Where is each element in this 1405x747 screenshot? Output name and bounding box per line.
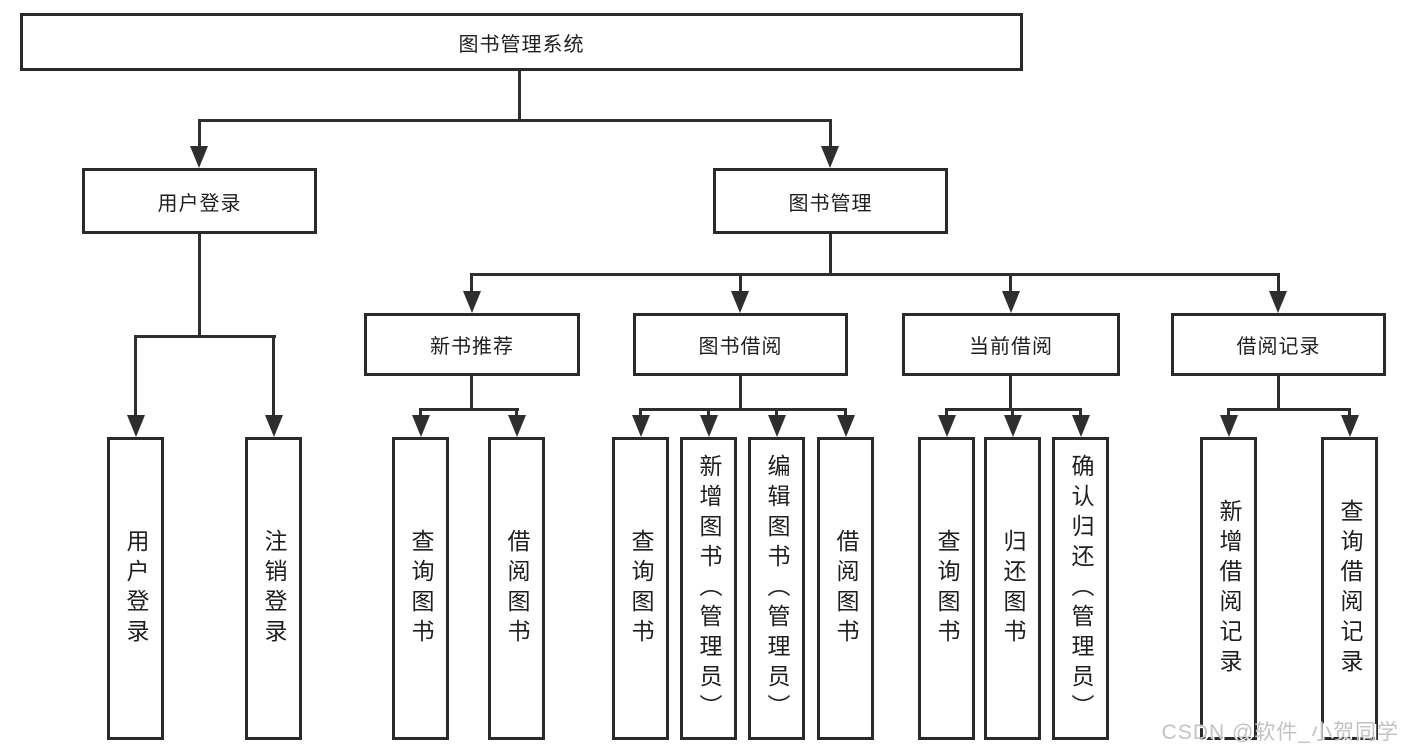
arrow-down-icon: [1220, 415, 1238, 437]
arrow-down-icon: [837, 415, 855, 437]
connector-line: [470, 376, 473, 409]
node-login: 用户登录: [107, 437, 164, 740]
node-edit-book-admin: 编辑图书（管理员）: [748, 437, 805, 740]
node-book-management-label: 图书管理: [788, 192, 873, 215]
node-borrow-books-borrowing: 借阅图书: [817, 437, 874, 740]
node-query-books-recommend-label: 查询图书: [408, 528, 434, 649]
node-confirm-return-admin: 确认归还（管理员）: [1052, 437, 1109, 740]
arrow-down-icon: [508, 415, 526, 437]
node-library-system-label: 图书管理系统: [458, 33, 585, 56]
connector-line: [1277, 376, 1280, 409]
connector-line: [419, 408, 519, 411]
arrow-down-icon: [731, 291, 749, 313]
node-current-borrowing: 当前借阅: [902, 313, 1120, 376]
connector-line: [1348, 408, 1351, 417]
connector-line: [1011, 408, 1014, 417]
arrow-down-icon: [1341, 415, 1359, 437]
node-borrowing-records: 借阅记录: [1171, 313, 1386, 376]
connector-line: [470, 273, 1280, 276]
node-borrow-books-borrowing-label: 借阅图书: [833, 528, 859, 649]
node-login-label: 用户登录: [123, 528, 149, 649]
arrow-down-icon: [632, 415, 650, 437]
arrow-down-icon: [1072, 415, 1090, 437]
csdn-watermark: CSDN @软件_小贺同学: [1161, 721, 1399, 744]
node-add-book-admin-label: 新增图书（管理员）: [696, 453, 722, 724]
arrow-down-icon: [938, 415, 956, 437]
node-borrow-books-recommend: 借阅图书: [488, 437, 545, 740]
connector-line: [134, 335, 276, 338]
arrow-down-icon: [768, 415, 786, 437]
connector-line: [829, 234, 832, 276]
node-add-borrow-record: 新增借阅记录: [1200, 437, 1257, 740]
connector-line: [1227, 408, 1351, 411]
node-query-borrow-record: 查询借阅记录: [1321, 437, 1378, 740]
node-query-books-recommend: 查询图书: [392, 437, 449, 740]
node-confirm-return-admin-label: 确认归还（管理员）: [1068, 453, 1094, 724]
arrow-down-icon: [412, 415, 430, 437]
node-user-login: 用户登录: [82, 168, 317, 234]
arrow-down-icon: [463, 291, 481, 313]
node-current-borrowing-label: 当前借阅: [969, 336, 1053, 358]
node-library-system: 图书管理系统: [20, 13, 1023, 71]
connector-line: [1009, 273, 1012, 292]
node-logout: 注销登录: [245, 437, 302, 740]
node-query-books-borrowing-label: 查询图书: [628, 528, 654, 649]
connector-line: [518, 71, 521, 119]
connector-line: [198, 119, 201, 147]
node-new-book-recommend: 新书推荐: [364, 313, 580, 376]
node-query-books-borrowing: 查询图书: [612, 437, 669, 740]
arrow-down-icon: [127, 415, 145, 437]
connector-line: [134, 335, 137, 416]
node-query-books-current-label: 查询图书: [934, 528, 960, 649]
connector-line: [1009, 376, 1012, 409]
connector-line: [1079, 408, 1082, 417]
connector-line: [198, 119, 832, 122]
node-book-borrowing: 图书借阅: [633, 313, 848, 376]
arrow-down-icon: [1269, 291, 1287, 313]
node-query-books-current: 查询图书: [918, 437, 975, 740]
connector-line: [198, 234, 201, 336]
connector-line: [945, 408, 948, 417]
connector-line: [775, 408, 778, 417]
connector-line: [639, 408, 847, 411]
node-new-book-recommend-label: 新书推荐: [430, 336, 514, 358]
node-book-management: 图书管理: [713, 168, 948, 234]
connector-line: [419, 408, 422, 417]
connector-line: [470, 273, 473, 292]
node-book-borrowing-label: 图书借阅: [698, 336, 783, 358]
node-borrowing-records-label: 借阅记录: [1236, 336, 1321, 358]
arrow-down-icon: [1004, 415, 1022, 437]
connector-line: [829, 119, 832, 147]
connector-line: [739, 273, 742, 292]
node-add-borrow-record-label: 新增借阅记录: [1216, 498, 1242, 679]
connector-line: [272, 335, 275, 416]
connector-line: [844, 408, 847, 417]
node-logout-label: 注销登录: [261, 528, 287, 649]
connector-line: [707, 408, 710, 417]
connector-line: [739, 376, 742, 409]
arrow-down-icon: [1002, 291, 1020, 313]
arrow-down-icon: [821, 146, 839, 168]
connector-line: [1227, 408, 1230, 417]
node-return-book: 归还图书: [984, 437, 1041, 740]
node-add-book-admin: 新增图书（管理员）: [680, 437, 737, 740]
node-return-book-label: 归还图书: [1000, 528, 1026, 649]
node-edit-book-admin-label: 编辑图书（管理员）: [764, 453, 790, 724]
arrow-down-icon: [265, 415, 283, 437]
connector-line: [1277, 273, 1280, 292]
connector-line: [639, 408, 642, 417]
node-user-login-label: 用户登录: [157, 192, 242, 215]
node-query-borrow-record-label: 查询借阅记录: [1337, 498, 1363, 679]
connector-line: [515, 408, 518, 417]
arrow-down-icon: [190, 146, 208, 168]
arrow-down-icon: [700, 415, 718, 437]
node-borrow-books-recommend-label: 借阅图书: [504, 528, 530, 649]
